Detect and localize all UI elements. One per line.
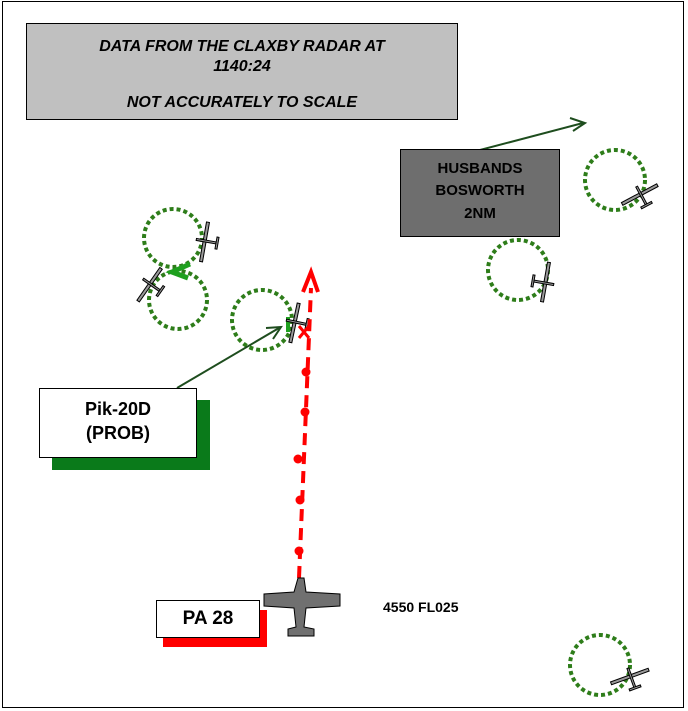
glider-circle-pik bbox=[230, 288, 294, 352]
header-line-1: DATA FROM THE CLAXBY RADAR AT bbox=[99, 38, 385, 55]
glider-icon bbox=[130, 262, 173, 310]
track-plot bbox=[293, 454, 303, 464]
glider-circle-left-top bbox=[142, 207, 204, 269]
mode-c-readout: 4550 FL025 bbox=[383, 599, 459, 615]
pik-label: Pik-20D (PROB) bbox=[39, 388, 197, 458]
husbands-line-1: HUSBANDS bbox=[437, 160, 523, 177]
husbands-direction-arrow-icon bbox=[479, 117, 588, 151]
header-box: DATA FROM THE CLAXBY RADAR AT 1140:24 NO… bbox=[26, 23, 458, 120]
glider-track-mark bbox=[165, 261, 192, 281]
husbands-line-2: BOSWORTH bbox=[435, 182, 525, 199]
track-plot bbox=[300, 407, 310, 417]
husbands-line-3: 2NM bbox=[464, 205, 496, 222]
glider-circle-bottom-right bbox=[568, 633, 632, 697]
pa28-label-text: PA 28 bbox=[182, 608, 234, 629]
husbands-bosworth-box: HUSBANDS BOSWORTH 2NM bbox=[400, 149, 560, 237]
track-plot bbox=[301, 367, 311, 377]
pa28-label: PA 28 bbox=[156, 600, 260, 638]
glider-circle-left-bottom bbox=[147, 269, 209, 331]
track-plot bbox=[295, 495, 305, 505]
pik-leader-arrow-icon bbox=[176, 325, 283, 389]
glider-circle-right bbox=[486, 238, 550, 302]
pik-label-line-2: (PROB) bbox=[86, 423, 150, 443]
track-plot bbox=[294, 546, 304, 556]
glider-icon bbox=[192, 220, 222, 265]
light-aircraft-icon bbox=[263, 577, 341, 637]
header-line-3: NOT ACCURATELY TO SCALE bbox=[126, 94, 358, 111]
glider-circle-top-right bbox=[583, 148, 647, 212]
pik-label-line-1: Pik-20D bbox=[84, 399, 152, 419]
header-line-2: 1140:24 bbox=[213, 58, 271, 75]
pa28-track bbox=[293, 266, 320, 579]
